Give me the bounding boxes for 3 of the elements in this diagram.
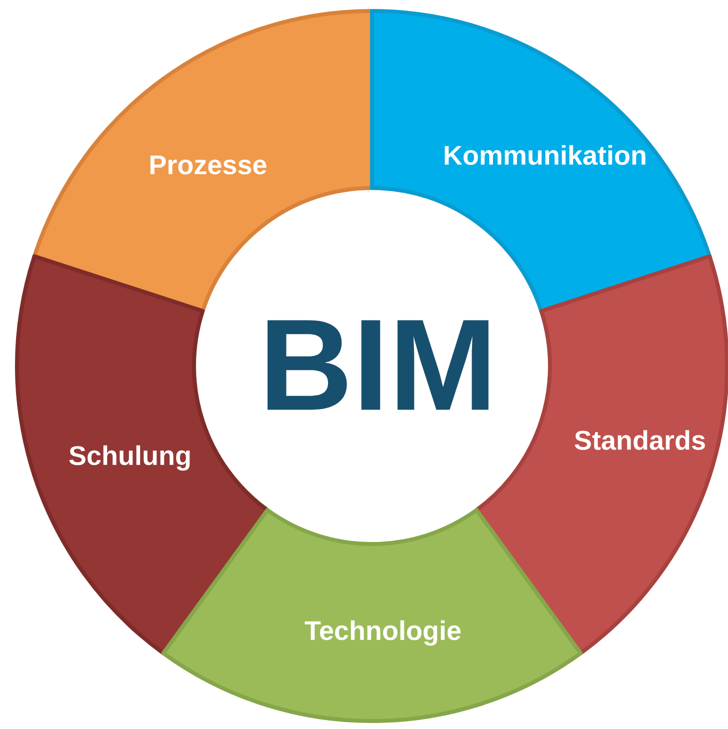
ring-segment: Kommunikation (370, 9, 712, 313)
ring-segment: Prozesse (32, 9, 374, 313)
ring-segment: Technologie (161, 508, 583, 723)
